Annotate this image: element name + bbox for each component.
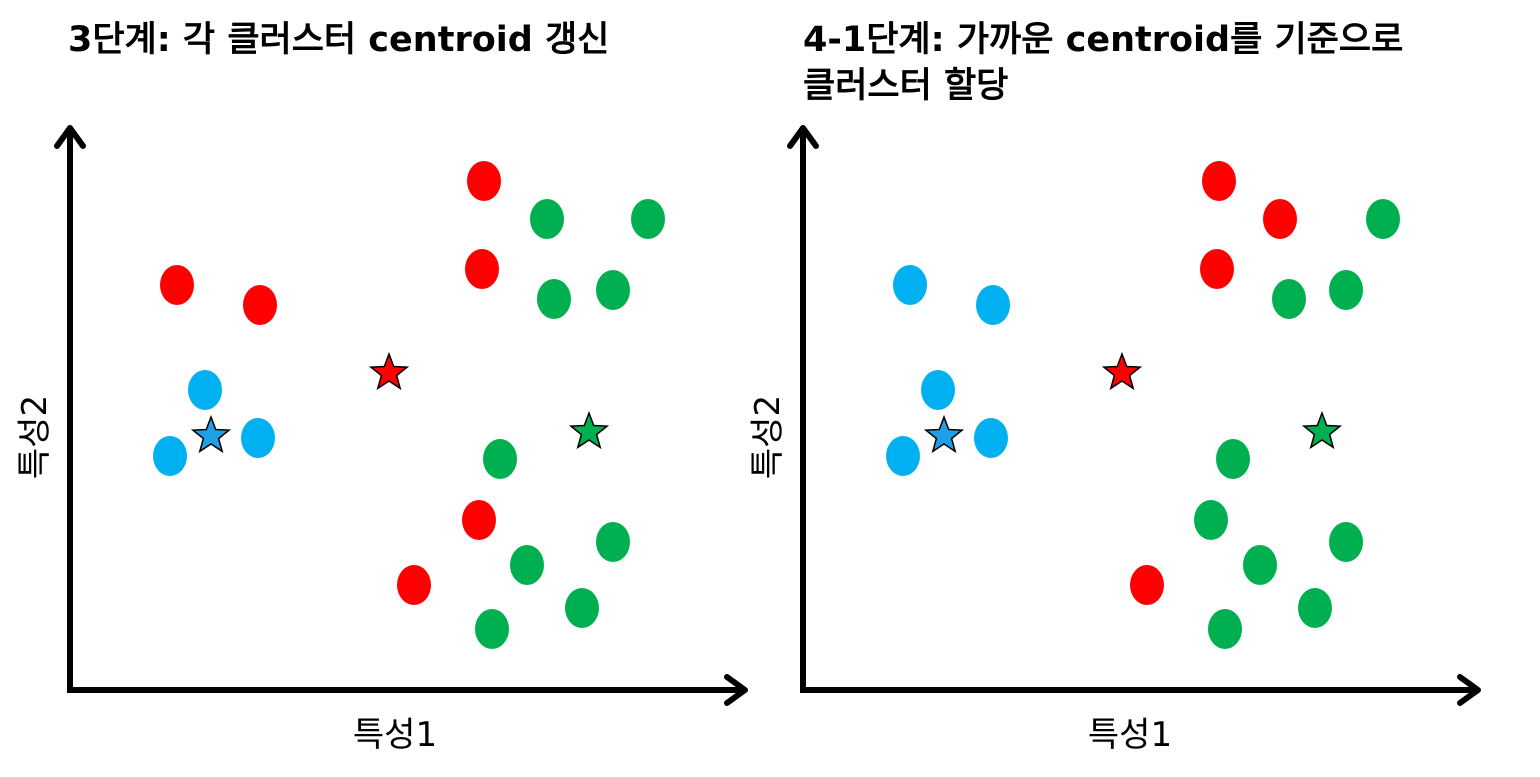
data-point-blue (241, 418, 275, 458)
centroid-star-blue (190, 414, 232, 454)
data-point-green (631, 199, 665, 239)
points-layer (153, 161, 665, 649)
panel-step4-1: 특성1 특성2 4-1단계: 가까운 centroid를 기준으로 클러스터 할… (735, 0, 1505, 777)
data-point-green (537, 279, 571, 319)
scatter-plot: 특성1 특성2 (15, 125, 748, 755)
y-axis-label: 특성2 (748, 395, 788, 479)
data-point-green (1194, 500, 1228, 540)
panel-title-line-2: 클러스터 할당 (803, 66, 1009, 106)
panel-title-line-1: 4-1단계: 가까운 centroid를 기준으로 (803, 20, 1404, 60)
data-point-green (475, 609, 509, 649)
centroid-star-green (568, 410, 610, 450)
data-point-green (530, 199, 564, 239)
data-point-green (1216, 439, 1250, 479)
data-point-green (1272, 279, 1306, 319)
panel-step3: 특성1 특성2 3단계: 각 클러스터 centroid 갱신 (15, 20, 748, 755)
data-point-green (565, 588, 599, 628)
data-point-red (1202, 161, 1236, 201)
data-point-blue (974, 418, 1008, 458)
data-point-red (465, 249, 499, 289)
data-point-red (160, 265, 194, 305)
data-point-red (462, 500, 496, 540)
data-point-blue (893, 265, 927, 305)
data-point-green (1298, 588, 1332, 628)
scatter-plot: 특성1 특성2 (748, 125, 1481, 755)
y-axis-label: 특성2 (15, 395, 55, 479)
axes (787, 125, 1481, 706)
data-point-green (596, 270, 630, 310)
data-point-red (1263, 199, 1297, 239)
data-point-red (243, 285, 277, 325)
data-point-green (510, 545, 544, 585)
data-point-red (1130, 565, 1164, 605)
data-point-blue (921, 370, 955, 410)
centroid-star-blue (923, 414, 965, 454)
data-point-green (1366, 199, 1400, 239)
x-axis-label: 특성1 (1088, 715, 1172, 755)
centroids-layer (923, 351, 1343, 454)
data-point-green (1208, 609, 1242, 649)
data-point-blue (153, 436, 187, 476)
x-axis-label: 특성1 (353, 715, 437, 755)
x-axis-arrowhead (1457, 674, 1481, 706)
data-point-red (467, 161, 501, 201)
data-point-red (397, 565, 431, 605)
data-point-green (483, 439, 517, 479)
centroids-layer (190, 351, 610, 454)
panel-title: 3단계: 각 클러스터 centroid 갱신 (68, 20, 610, 60)
y-axis-arrowhead (54, 125, 86, 149)
data-point-green (1243, 545, 1277, 585)
centroid-star-green (1301, 410, 1343, 450)
y-axis-arrowhead (787, 125, 819, 149)
data-point-blue (886, 436, 920, 476)
x-axis-arrowhead (724, 674, 748, 706)
data-point-red (1200, 249, 1234, 289)
data-point-green (1329, 270, 1363, 310)
points-layer (886, 161, 1400, 649)
data-point-green (596, 522, 630, 562)
data-point-green (1329, 522, 1363, 562)
data-point-blue (976, 285, 1010, 325)
panel-title: 4-1단계: 가까운 centroid를 기준으로 클러스터 할당 (803, 17, 1403, 109)
centroid-star-red (368, 351, 410, 391)
centroid-star-red (1101, 351, 1143, 391)
data-point-blue (188, 370, 222, 410)
axes (54, 125, 748, 706)
